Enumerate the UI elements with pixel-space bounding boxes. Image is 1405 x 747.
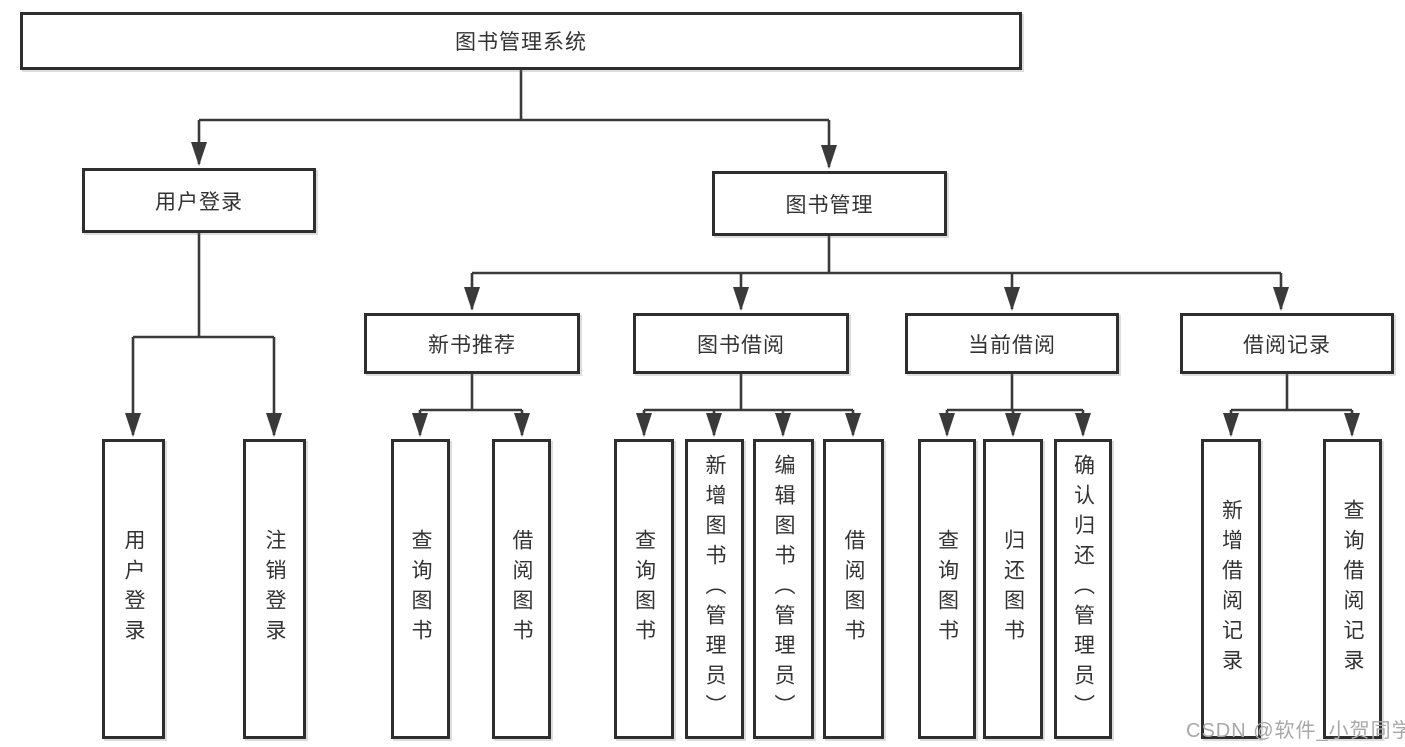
leaf-return-books-label: 归还图书 bbox=[1001, 529, 1025, 649]
leaf-logout-label: 注销登录 bbox=[263, 529, 286, 649]
leaf-query-books-recommend: 查询图书 bbox=[391, 439, 450, 739]
leaf-query-books-recommend-label: 查询图书 bbox=[409, 529, 432, 649]
leaf-edit-book-admin-label: 编辑图书（管理员） bbox=[772, 454, 795, 724]
node-book-management: 图书管理 bbox=[712, 171, 947, 236]
leaf-borrow-books-recommend-label: 借阅图书 bbox=[510, 529, 533, 649]
leaf-query-borrow-record: 查询借阅记录 bbox=[1323, 439, 1382, 739]
node-new-book-recommendation: 新书推荐 bbox=[364, 313, 580, 374]
leaf-user-login: 用户登录 bbox=[102, 439, 165, 739]
leaf-add-book-admin: 新增图书（管理员） bbox=[685, 439, 744, 739]
leaf-query-books-borrowing: 查询图书 bbox=[614, 439, 674, 739]
leaf-query-books-current: 查询图书 bbox=[918, 439, 976, 739]
leaf-query-books-current-label: 查询图书 bbox=[935, 529, 959, 649]
leaf-user-login-label: 用户登录 bbox=[122, 529, 145, 649]
leaf-add-book-admin-label: 新增图书（管理员） bbox=[703, 454, 726, 724]
leaf-return-books: 归还图书 bbox=[983, 439, 1043, 739]
leaf-confirm-return-admin-label: 确认归还（管理员） bbox=[1071, 454, 1095, 724]
node-user-login: 用户登录 bbox=[82, 168, 316, 233]
node-current-borrowing: 当前借阅 bbox=[905, 313, 1119, 374]
leaf-add-borrow-record: 新增借阅记录 bbox=[1201, 439, 1261, 739]
leaf-query-books-borrowing-label: 查询图书 bbox=[632, 529, 656, 649]
leaf-query-borrow-record-label: 查询借阅记录 bbox=[1341, 499, 1364, 679]
watermark: CSDN @软件_小贺同学 bbox=[1186, 720, 1405, 742]
leaf-logout: 注销登录 bbox=[243, 439, 306, 739]
node-library-system: 图书管理系统 bbox=[20, 12, 1022, 70]
leaf-borrow-books-recommend: 借阅图书 bbox=[492, 439, 551, 739]
leaf-borrow-books-borrowing: 借阅图书 bbox=[823, 439, 884, 739]
node-borrowing-records: 借阅记录 bbox=[1180, 313, 1394, 374]
leaf-confirm-return-admin: 确认归还（管理员） bbox=[1054, 439, 1112, 739]
leaf-borrow-books-borrowing-label: 借阅图书 bbox=[842, 529, 865, 649]
leaf-add-borrow-record-label: 新增借阅记录 bbox=[1219, 499, 1243, 679]
node-book-borrowing: 图书借阅 bbox=[633, 313, 849, 374]
leaf-edit-book-admin: 编辑图书（管理员） bbox=[753, 439, 814, 739]
